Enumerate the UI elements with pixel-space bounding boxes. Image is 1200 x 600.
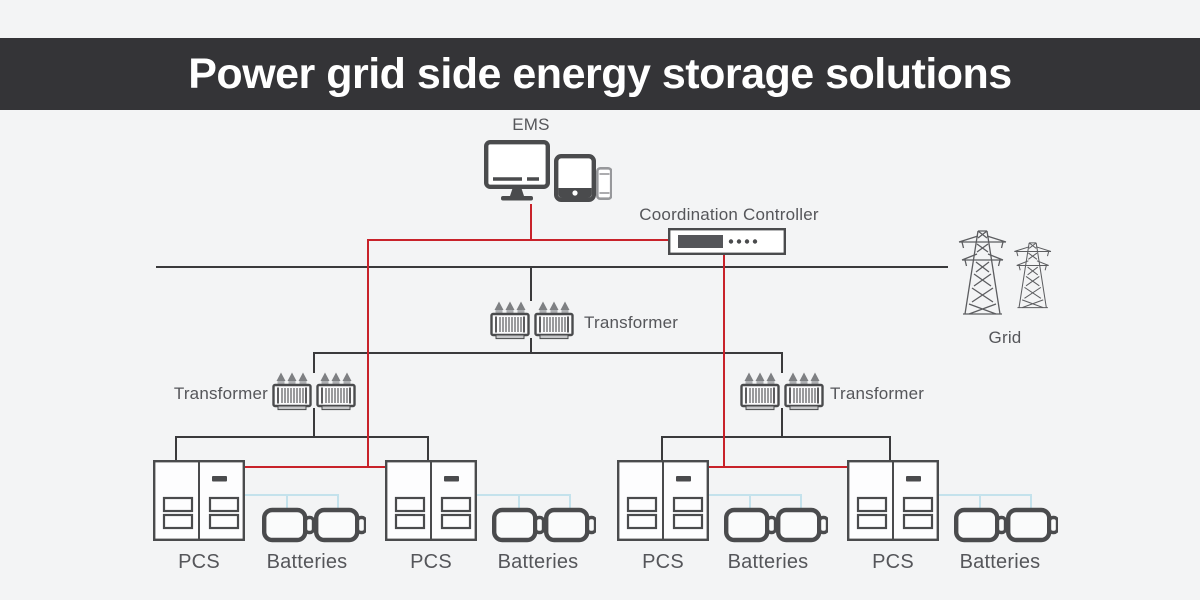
pcs2-drop-line bbox=[427, 436, 429, 462]
right-red-bridge bbox=[708, 466, 848, 468]
battery-link-3-drop-a bbox=[749, 494, 751, 510]
ems-controller-red-link bbox=[367, 239, 668, 241]
battery-pair-icon-1 bbox=[262, 505, 366, 545]
left-connector-line bbox=[175, 436, 429, 438]
center-transformer-top-link bbox=[530, 267, 532, 301]
battery-link-1-drop-b bbox=[337, 494, 339, 510]
pcs-label-3: PCS bbox=[642, 551, 684, 573]
center-transformer-bottom-link bbox=[530, 338, 532, 354]
coordination-controller-icon bbox=[668, 228, 786, 255]
battery-link-1 bbox=[245, 494, 339, 496]
right-transformer-bottom-link bbox=[781, 408, 783, 438]
battery-pair-icon-4 bbox=[954, 505, 1058, 545]
batteries-label-2: Batteries bbox=[497, 551, 579, 573]
transformer-left-label: Transformer bbox=[173, 384, 268, 403]
ems-red-drop bbox=[530, 204, 532, 241]
pcs-label-1: PCS bbox=[178, 551, 220, 573]
pcs-label-4: PCS bbox=[872, 551, 914, 573]
batteries-label-3: Batteries bbox=[727, 551, 809, 573]
left-red-bridge bbox=[245, 466, 385, 468]
left-transformer-bottom-link bbox=[313, 408, 315, 438]
pcs3-drop-line bbox=[661, 436, 663, 462]
ems-label: EMS bbox=[512, 115, 550, 134]
batteries-label-4: Batteries bbox=[959, 551, 1041, 573]
battery-pair-icon-2 bbox=[492, 505, 596, 545]
pcs-label-2: PCS bbox=[410, 551, 452, 573]
battery-link-3 bbox=[708, 494, 802, 496]
transformer-right-label: Transformer bbox=[830, 384, 925, 403]
pcs-cabinet-icon-3 bbox=[617, 460, 709, 541]
grid-towers-icon bbox=[956, 226, 1054, 318]
page-title: Power grid side energy storage solutions bbox=[188, 49, 1012, 98]
battery-link-4 bbox=[938, 494, 1032, 496]
title-banner: Power grid side energy storage solutions bbox=[0, 38, 1200, 110]
right-red-riser bbox=[723, 254, 725, 468]
right-connector-line bbox=[661, 436, 891, 438]
left-red-riser bbox=[367, 239, 369, 468]
battery-link-2-drop-a bbox=[518, 494, 520, 510]
transformer-left-icon bbox=[272, 370, 356, 412]
pcs-cabinet-icon-4 bbox=[847, 460, 939, 541]
battery-link-4-drop-a bbox=[979, 494, 981, 510]
pcs-cabinet-icon-1 bbox=[153, 460, 245, 541]
pcs-cabinet-icon-2 bbox=[385, 460, 477, 541]
batteries-label-1: Batteries bbox=[266, 551, 348, 573]
battery-pair-icon-3 bbox=[724, 505, 828, 545]
coordination-controller-label: Coordination Controller bbox=[639, 205, 819, 224]
ems-devices-icon bbox=[484, 140, 612, 204]
battery-link-4-drop-b bbox=[1030, 494, 1032, 510]
pcs1-drop-line bbox=[175, 436, 177, 462]
transformer-center-icon bbox=[490, 299, 574, 341]
grid-label: Grid bbox=[988, 328, 1022, 347]
transformer-center-label: Transformer bbox=[584, 313, 679, 332]
bus-line bbox=[156, 266, 948, 268]
right-branch-drop bbox=[781, 352, 783, 373]
battery-link-1-drop-a bbox=[286, 494, 288, 510]
distribution-line bbox=[313, 352, 783, 354]
transformer-right-icon bbox=[740, 370, 824, 412]
battery-link-3-drop-b bbox=[800, 494, 802, 510]
left-branch-drop bbox=[313, 352, 315, 373]
battery-link-2-drop-b bbox=[569, 494, 571, 510]
battery-link-2 bbox=[477, 494, 571, 496]
pcs4-drop-line bbox=[889, 436, 891, 462]
